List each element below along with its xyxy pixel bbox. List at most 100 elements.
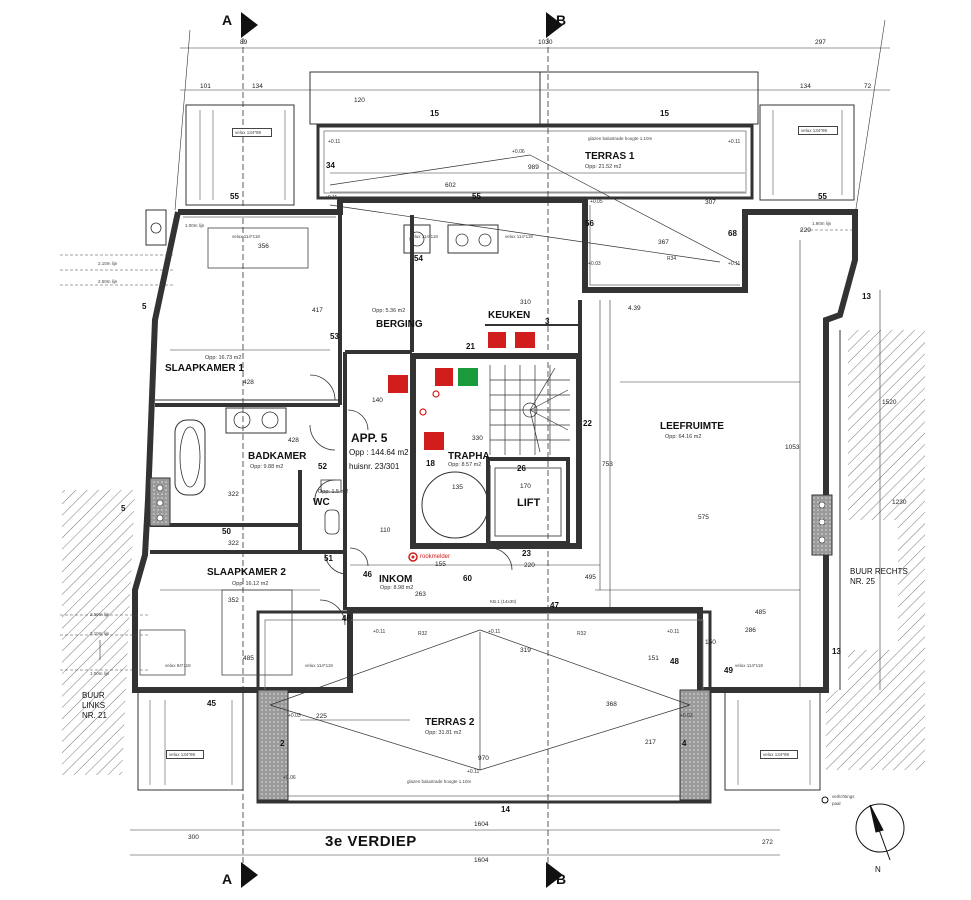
section-b-top-marker bbox=[546, 12, 563, 38]
section-a-bottom-marker bbox=[241, 862, 258, 888]
dim-bottom: 1604 bbox=[474, 821, 489, 828]
wall-number: 53 bbox=[330, 332, 339, 341]
wc-toilet bbox=[324, 509, 340, 535]
room-lift: LIFT bbox=[517, 497, 541, 509]
stair-landing bbox=[421, 471, 489, 539]
interior-walls bbox=[150, 212, 582, 610]
wall-number: 46 bbox=[342, 614, 351, 623]
room-inkom: INKOM bbox=[379, 574, 413, 585]
dim-misc: 485 bbox=[755, 609, 766, 616]
fire-alarm-icon bbox=[424, 432, 444, 450]
room-berging: BERGING bbox=[376, 319, 423, 330]
height-line-label: 1.00m lijn bbox=[90, 671, 110, 676]
dim-terras1: 989 bbox=[528, 164, 539, 171]
dim-misc: 970 bbox=[478, 755, 489, 762]
dim-top: 297 bbox=[815, 39, 826, 46]
dim-top2: 101 bbox=[200, 83, 211, 90]
height-lines bbox=[60, 229, 855, 671]
wall-number: 54 bbox=[414, 254, 423, 263]
dim-misc: 217 bbox=[645, 739, 656, 746]
terras-1-outline bbox=[316, 124, 754, 200]
wall-number: 13 bbox=[832, 647, 841, 656]
room-terras-2: TERRAS 2 bbox=[425, 717, 475, 728]
room-terras-1-area: Opp: 21.52 m2 bbox=[585, 164, 622, 170]
dim-terras1: 602 bbox=[445, 182, 456, 189]
dim-misc: 170 bbox=[520, 483, 531, 490]
room-slaapkamer-1: SLAAPKAMER 1 bbox=[165, 363, 244, 374]
wall-number: 60 bbox=[463, 574, 472, 583]
room-slaapkamer-1-area: Opp: 16.73 m2 bbox=[205, 355, 242, 361]
neighbour-left-line1: BUUR bbox=[82, 691, 105, 700]
dim-bottom: 272 bbox=[762, 839, 773, 846]
dim-misc: 575 bbox=[698, 514, 709, 521]
level-mark: +0.03 bbox=[288, 713, 301, 719]
wall-number: 26 bbox=[517, 464, 526, 473]
wall-number: 34 bbox=[326, 161, 335, 170]
room-wc-area: Opp: 1.5 m2 bbox=[318, 489, 349, 495]
velux-label: velux 114*118 bbox=[232, 234, 260, 239]
wall-number: 55 bbox=[230, 192, 239, 201]
neighbour-left-line3: NR. 21 bbox=[82, 711, 107, 720]
lighting-post bbox=[821, 796, 829, 804]
room-badkamer-area: Opp: 9.88 m2 bbox=[250, 464, 284, 470]
lighting-label-1: verlichtings bbox=[832, 794, 855, 799]
bathtub bbox=[174, 419, 206, 496]
dim-misc: 225 bbox=[316, 713, 327, 720]
dim-bottom: 300 bbox=[188, 834, 199, 841]
dim-misc: 322 bbox=[228, 540, 239, 547]
dim-top2: 72 bbox=[864, 83, 872, 90]
fire-hose-icon bbox=[388, 375, 408, 393]
dim-misc: 428 bbox=[243, 379, 254, 386]
dim-misc: 753 bbox=[602, 461, 613, 468]
ref-mark: R32 bbox=[577, 631, 587, 637]
room-keuken: KEUKEN bbox=[488, 310, 531, 321]
roof-structures bbox=[137, 71, 855, 791]
wall-number: 48 bbox=[670, 657, 679, 666]
level-mark: +0.11 bbox=[373, 629, 386, 635]
ref-mark: R34 bbox=[667, 256, 677, 262]
dim-misc: 1053 bbox=[785, 444, 800, 451]
dim-misc: 140 bbox=[372, 397, 383, 404]
level-mark: +0.11 bbox=[328, 139, 341, 145]
dim-top2: 134 bbox=[800, 83, 811, 90]
dim-misc: 319 bbox=[520, 647, 531, 654]
height-line-label: 2.10m lijn bbox=[90, 631, 110, 636]
neighbour-left-line2: LINKS bbox=[82, 701, 106, 710]
room-berging-area: Opp: 5.36 m2 bbox=[372, 308, 406, 314]
section-b-bottom-marker bbox=[546, 862, 563, 888]
dim-misc: 15 bbox=[430, 109, 439, 118]
apartment-name: APP. 5 bbox=[351, 431, 388, 445]
velux-label: velux 114*118 bbox=[505, 234, 533, 239]
height-line-label: 2.50m lijn bbox=[90, 612, 110, 617]
room-inkom-area: Opp: 8.98 m2 bbox=[380, 585, 414, 591]
velux-label: velux 134*98 bbox=[232, 128, 272, 137]
sink-double bbox=[225, 407, 287, 434]
kitchen-sink bbox=[447, 224, 499, 254]
dim-misc: 322 bbox=[228, 491, 239, 498]
slope-arrows bbox=[269, 154, 741, 771]
wall-number: 45 bbox=[207, 699, 216, 708]
stair-treads bbox=[489, 365, 570, 455]
dim-misc: 495 bbox=[585, 574, 596, 581]
wall-number: 2 bbox=[280, 739, 285, 748]
level-mark: +0.06 bbox=[512, 149, 525, 155]
wall-number: 23 bbox=[522, 549, 531, 558]
wall-number: 55 bbox=[818, 192, 827, 201]
dim-top2: 134 bbox=[252, 83, 263, 90]
wall-number: 55 bbox=[472, 192, 481, 201]
velux-label: velux 134*98 bbox=[166, 750, 204, 759]
wall-number: 4 bbox=[682, 739, 687, 748]
dim-misc: 263 bbox=[415, 591, 426, 598]
room-terras-1: TERRAS 1 bbox=[585, 151, 635, 162]
wall-number: 52 bbox=[318, 462, 327, 471]
height-line-label: 1.00m lijn bbox=[185, 223, 205, 228]
plan-title: 3e VERDIEP bbox=[325, 833, 417, 850]
dim-misc: 220 bbox=[524, 562, 535, 569]
dim-misc: 310 bbox=[520, 299, 531, 306]
lighting-label-2: paal bbox=[832, 801, 841, 806]
dim-misc: 1520 bbox=[882, 399, 897, 406]
dim-misc: 120 bbox=[354, 97, 365, 104]
level-mark: +0.11 bbox=[488, 629, 501, 635]
dim-misc: 368 bbox=[606, 701, 617, 708]
dim-misc: 485 bbox=[243, 655, 254, 662]
